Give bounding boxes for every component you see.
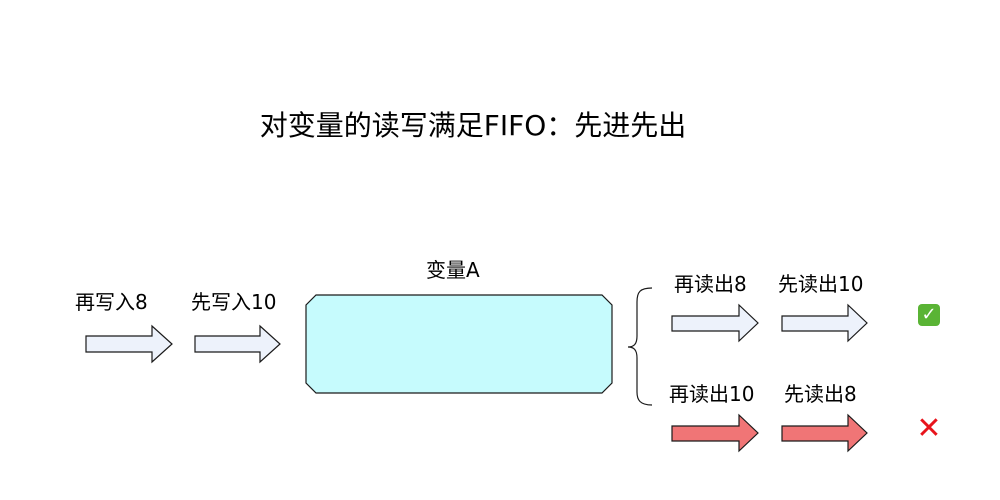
variable-box bbox=[305, 294, 613, 394]
write-later-arrow bbox=[85, 324, 173, 364]
read-correct-second-label: 先读出10 bbox=[778, 272, 864, 296]
write-first-arrow bbox=[194, 324, 281, 364]
curly-brace bbox=[627, 287, 653, 406]
read-correct-second-arrow bbox=[781, 303, 868, 343]
read-wrong-first-arrow bbox=[671, 413, 759, 453]
read-wrong-second-arrow bbox=[781, 413, 868, 453]
read-correct-first-label: 再读出8 bbox=[674, 272, 747, 296]
check-icon: ✓ bbox=[918, 304, 940, 326]
write-first-label: 先写入10 bbox=[191, 290, 277, 314]
read-correct-first-arrow bbox=[671, 303, 759, 343]
variable-label: 变量A bbox=[426, 258, 480, 282]
read-wrong-first-label: 再读出10 bbox=[669, 382, 755, 406]
diagram-title: 对变量的读写满足FIFO：先进先出 bbox=[259, 109, 687, 142]
read-wrong-second-label: 先读出8 bbox=[784, 382, 857, 406]
write-later-label: 再写入8 bbox=[75, 290, 148, 314]
cross-icon: ✕ bbox=[916, 411, 942, 446]
